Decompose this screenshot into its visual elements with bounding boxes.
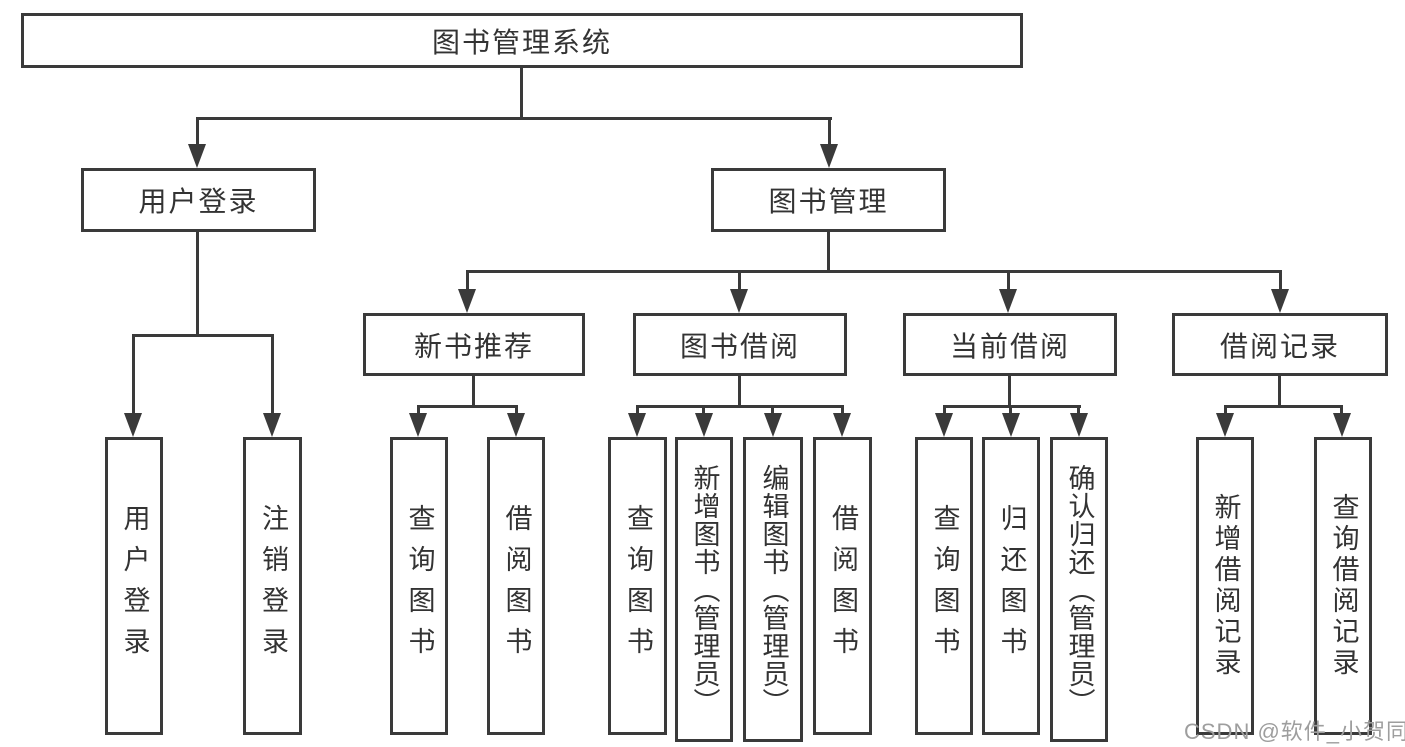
node-label: 用户登录 (138, 186, 259, 217)
connector-line (1009, 405, 1012, 416)
connector-line (771, 405, 774, 416)
node-current-borrow: 当前借阅 (903, 313, 1117, 376)
leaf-label: 新增图书（管理员） (689, 463, 720, 716)
arrow-down-icon (764, 413, 782, 437)
leaf-label: 用户登录 (119, 504, 150, 668)
connector-line (472, 376, 475, 407)
connector-line (1077, 405, 1080, 416)
connector-line (520, 66, 523, 119)
arrow-down-icon (1333, 413, 1351, 437)
node-borrow-records: 借阅记录 (1172, 313, 1388, 376)
leaf-borrow-books-recommend: 借阅图书 (487, 437, 545, 735)
connector-line (132, 334, 135, 416)
connector-line (1340, 405, 1343, 416)
leaf-query-borrow-record: 查询借阅记录 (1314, 437, 1372, 735)
leaf-query-books-current: 查询图书 (915, 437, 973, 735)
leaf-label: 编辑图书（管理员） (758, 463, 789, 716)
arrow-down-icon (263, 413, 281, 437)
leaf-label: 借阅图书 (501, 504, 532, 668)
leaf-return-book: 归还图书 (982, 437, 1040, 735)
arrow-down-icon (730, 289, 748, 313)
leaf-label: 查询图书 (623, 504, 653, 668)
connector-line (196, 117, 832, 120)
leaf-user-login: 用户登录 (105, 437, 163, 735)
node-new-book-recommend: 新书推荐 (363, 313, 585, 376)
connector-line (1224, 405, 1227, 416)
arrow-down-icon (188, 144, 206, 168)
leaf-confirm-return-admin: 确认归还（管理员） (1050, 437, 1108, 742)
arrow-down-icon (1216, 413, 1234, 437)
connector-line (271, 334, 274, 416)
connector-line (466, 270, 1282, 273)
leaf-label: 查询图书 (929, 504, 960, 668)
arrow-down-icon (695, 413, 713, 437)
connector-line (466, 270, 469, 292)
leaf-label: 注销登录 (258, 504, 288, 668)
leaf-add-book-admin: 新增图书（管理员） (675, 437, 733, 742)
leaf-borrow-books: 借阅图书 (813, 437, 872, 735)
node-label: 图书借阅 (679, 330, 800, 362)
arrow-down-icon (833, 413, 851, 437)
leaf-label: 查询图书 (404, 504, 435, 668)
arrow-down-icon (409, 413, 427, 437)
leaf-label: 新增借阅记录 (1210, 493, 1241, 679)
leaf-query-books-recommend: 查询图书 (390, 437, 448, 735)
node-library-management-system: 图书管理系统 (21, 13, 1023, 68)
node-label: 当前借阅 (949, 330, 1070, 362)
connector-line (1278, 376, 1281, 407)
connector-line (828, 117, 831, 147)
node-label: 图书管理系统 (431, 26, 612, 58)
node-user-login: 用户登录 (81, 168, 316, 232)
arrow-down-icon (820, 144, 838, 168)
leaf-label: 借阅图书 (828, 504, 858, 668)
arrow-down-icon (628, 413, 646, 437)
connector-line (1008, 376, 1011, 407)
leaf-label: 归还图书 (996, 504, 1027, 668)
arrow-down-icon (999, 289, 1017, 313)
connector-line (827, 232, 830, 273)
node-label: 借阅记录 (1219, 330, 1340, 362)
connector-line (841, 405, 844, 416)
leaf-logout: 注销登录 (243, 437, 302, 735)
node-book-borrow: 图书借阅 (633, 313, 847, 376)
connector-line (1007, 270, 1010, 292)
arrow-down-icon (1271, 289, 1289, 313)
arrow-down-icon (1070, 413, 1088, 437)
connector-line (943, 405, 1081, 408)
connector-line (417, 405, 420, 416)
leaf-query-books-borrow: 查询图书 (608, 437, 667, 735)
leaf-label: 查询借阅记录 (1328, 493, 1359, 679)
connector-line (702, 405, 705, 416)
leaf-label: 确认归还（管理员） (1064, 463, 1095, 716)
watermark-csdn: CSDN @软件_小贺同学 (1184, 719, 1405, 744)
arrow-down-icon (935, 413, 953, 437)
node-label: 新书推荐 (413, 330, 534, 362)
connector-line (943, 405, 946, 416)
connector-line (636, 405, 844, 408)
node-book-management: 图书管理 (711, 168, 946, 232)
connector-line (196, 232, 199, 336)
arrow-down-icon (1002, 413, 1020, 437)
connector-line (738, 376, 741, 407)
connector-line (515, 405, 518, 416)
node-label: 图书管理 (768, 186, 889, 217)
connector-line (132, 334, 274, 337)
connector-line (1279, 270, 1282, 292)
connector-line (1224, 405, 1343, 408)
arrow-down-icon (458, 289, 476, 313)
connector-line (196, 117, 199, 147)
arrow-down-icon (507, 413, 525, 437)
connector-line (417, 405, 518, 408)
connector-line (738, 270, 741, 292)
connector-line (636, 405, 639, 416)
leaf-add-borrow-record: 新增借阅记录 (1196, 437, 1254, 735)
arrow-down-icon (124, 413, 142, 437)
leaf-edit-book-admin: 编辑图书（管理员） (743, 437, 803, 742)
